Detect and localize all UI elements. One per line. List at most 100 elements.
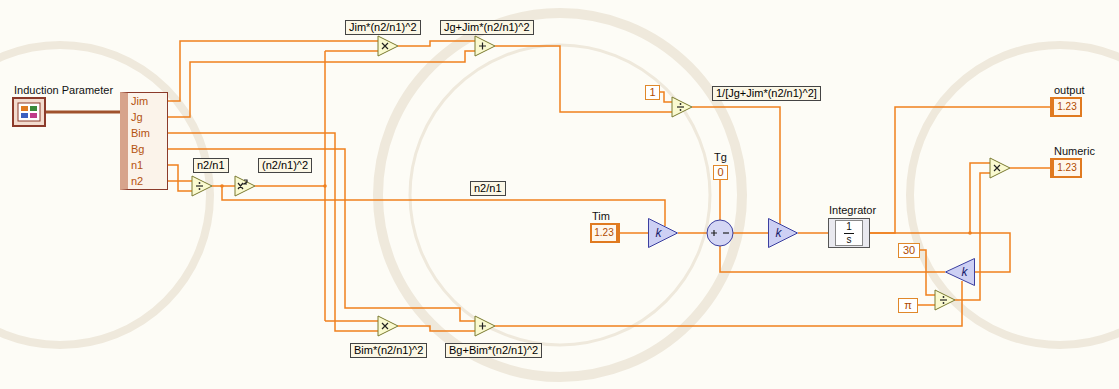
wire-junction <box>323 184 327 188</box>
wire <box>325 320 378 322</box>
numeric-indicator: output1.23 <box>1050 97 1082 117</box>
node-label: Tg <box>714 151 727 164</box>
gain-symbol: k <box>945 258 975 286</box>
gain-symbol: k <box>648 218 678 248</box>
wires <box>168 41 1050 331</box>
wire-label: Jg+Jim*(n2/n1)^2 <box>440 20 534 35</box>
divide-glyph <box>677 106 684 107</box>
wire-label: 1/[Jg+Jim*(n2/n1)^2] <box>712 86 821 101</box>
wire <box>918 304 935 306</box>
gain-outline <box>649 219 678 248</box>
watermark-ring <box>0 45 210 345</box>
wire <box>222 186 665 226</box>
cluster-icon-part <box>30 113 37 118</box>
sum-minus-sign <box>723 232 729 233</box>
wire-label: (n2/n1)^2 <box>258 158 312 173</box>
square-primitive <box>235 176 255 196</box>
numeric-value: 1.23 <box>1054 99 1080 115</box>
numeric-constant: 1 <box>645 85 660 100</box>
fraction-numerator: 1 <box>836 221 862 233</box>
numeric-indicator: Numeric1.23 <box>1050 158 1082 178</box>
divide-dot <box>680 109 682 111</box>
wire-junction <box>220 184 224 188</box>
constant-value: 1 <box>646 86 659 99</box>
divide-dots <box>199 103 945 304</box>
watermark-ring <box>910 45 1119 345</box>
constant-value: π <box>899 299 917 312</box>
divide-primitive <box>935 290 955 310</box>
cluster-element-name: n1 <box>131 157 167 173</box>
wire-connector <box>46 111 120 114</box>
constant-value: 0 <box>714 166 727 179</box>
wire-connector <box>870 107 1050 233</box>
watermark-ring <box>410 45 710 345</box>
divide-primitive <box>672 97 692 117</box>
wire <box>168 41 378 101</box>
numeric-control: Tim1.23 <box>590 223 620 243</box>
gain-outline <box>946 259 975 286</box>
numeric-constant: Tg0 <box>713 165 728 180</box>
wire <box>659 92 672 102</box>
multiply-glyph <box>382 43 388 49</box>
wire <box>168 165 192 191</box>
add-primitive <box>475 36 495 56</box>
node-label: output <box>1054 84 1085 97</box>
cluster-icon-part <box>21 113 28 118</box>
wire <box>168 133 378 331</box>
integrator-block: Integrator1s <box>828 218 870 248</box>
numeric-constant: π <box>898 298 918 313</box>
divide-dot <box>199 188 201 190</box>
divide-glyph <box>940 299 947 300</box>
multiply-primitive <box>378 36 398 56</box>
square-glyph <box>238 180 247 189</box>
wire <box>733 232 768 234</box>
sum-junction <box>707 220 733 246</box>
multiply-glyph <box>382 323 388 329</box>
wire-label: Bim*(n2/n1)^2 <box>350 343 427 358</box>
gain-symbol: k <box>768 218 798 248</box>
sum-plus-sign <box>711 230 717 236</box>
gain-outline <box>769 219 798 248</box>
cluster-element-name: n2 <box>131 173 167 189</box>
gain-block: k <box>768 218 798 248</box>
wire <box>168 180 192 182</box>
cluster-icon-part <box>21 106 28 111</box>
unbundle-by-name: JimJgBimBgn1n2 <box>120 92 168 190</box>
multiply-glyph <box>994 165 1000 171</box>
cluster-element-name: Jim <box>131 93 167 109</box>
wire <box>325 50 378 52</box>
watermark <box>0 13 1119 377</box>
wire <box>495 46 672 112</box>
node-label: Tim <box>592 210 610 223</box>
wire-label: Jim*(n2/n1)^2 <box>345 20 421 35</box>
add-glyph <box>479 43 486 50</box>
wire-label: Bg+Bim*(n2/n1)^2 <box>445 343 542 358</box>
cluster-icon-frame <box>18 103 40 121</box>
node-label: Integrator <box>829 204 876 217</box>
numeric-value: 1.23 <box>1054 160 1080 176</box>
fraction-bar <box>844 233 854 234</box>
wire <box>920 250 935 295</box>
gain-triangle <box>768 218 798 248</box>
wire-connector <box>798 232 828 234</box>
divide-dot <box>199 182 201 184</box>
primitive-glyphs <box>196 43 1000 330</box>
numeric-value: 1.23 <box>592 225 616 241</box>
divide-glyph <box>196 185 203 186</box>
primitives <box>192 36 1010 336</box>
cluster-icon <box>14 99 44 125</box>
wire-connector <box>620 232 648 234</box>
cluster-icon-part <box>30 106 37 111</box>
wire <box>678 232 707 234</box>
watermark-ring <box>378 13 742 377</box>
wire <box>255 185 325 187</box>
cluster-element-name: Jg <box>131 109 167 125</box>
gain-block: k <box>945 258 975 286</box>
add-glyph <box>479 323 486 330</box>
wire <box>1010 167 1050 169</box>
gain-block: k <box>648 218 678 248</box>
numeric-constant: 30 <box>898 243 920 258</box>
